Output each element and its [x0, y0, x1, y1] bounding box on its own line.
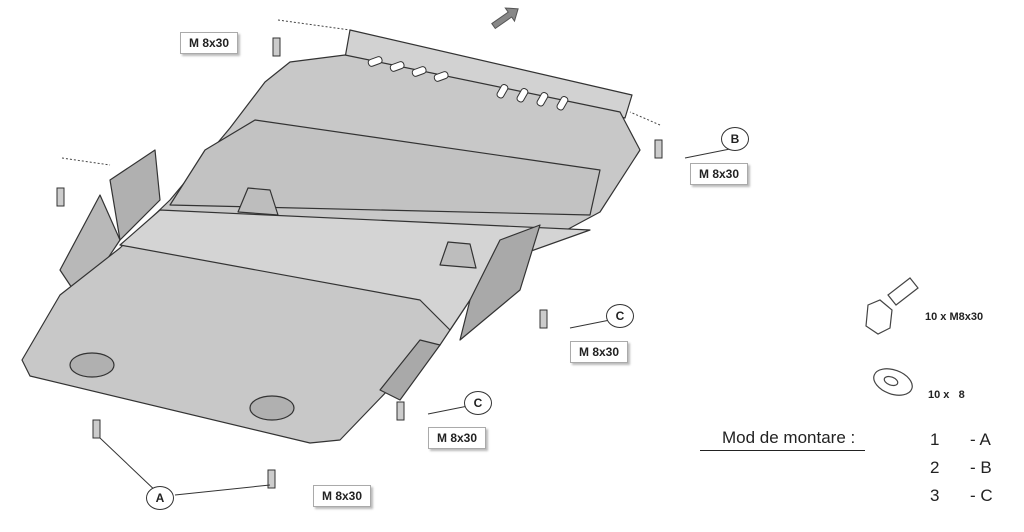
legend-step: 2	[930, 458, 940, 477]
skid-plate	[21, 29, 641, 444]
point-a-marker: A	[146, 486, 174, 510]
legend-step: 3	[930, 486, 940, 505]
leader-lines	[61, 19, 661, 166]
north-arrow-icon	[491, 7, 519, 30]
legend-title: Mod de montare :	[700, 428, 866, 451]
bolt-icon	[865, 277, 919, 335]
mount-bracket-1	[237, 187, 279, 216]
bolt-label: M 8x30	[570, 341, 629, 363]
bolt-label: M 8x30	[180, 32, 239, 54]
tab-slots	[367, 56, 569, 111]
side-flange-right	[459, 224, 541, 341]
legend-point: - A	[970, 430, 991, 449]
top-tab	[344, 29, 633, 119]
mount-bracket-2	[439, 241, 477, 269]
legend-point: - B	[970, 458, 992, 477]
bolts	[56, 37, 663, 489]
side-flange-right-low	[379, 339, 441, 401]
bolt-label: M 8x30	[313, 485, 372, 507]
plate-band-upper	[169, 119, 601, 216]
washer-icon	[873, 368, 913, 396]
point-c-marker: C	[606, 304, 634, 328]
legend-step: 1	[930, 430, 940, 449]
washer-quantity: 10 x 8	[928, 389, 965, 401]
bolt-label: M 8x30	[690, 163, 749, 185]
legend-point: - C	[970, 486, 993, 505]
bolt-quantity: 10 x M8x30	[925, 311, 984, 323]
mount-pad-2	[249, 395, 295, 421]
mount-pad-1	[69, 352, 115, 378]
point-c-marker: C	[464, 391, 492, 415]
bolt-label: M 8x30	[428, 427, 487, 449]
point-b-marker: B	[721, 127, 749, 151]
side-flange-left-rear	[109, 149, 161, 241]
